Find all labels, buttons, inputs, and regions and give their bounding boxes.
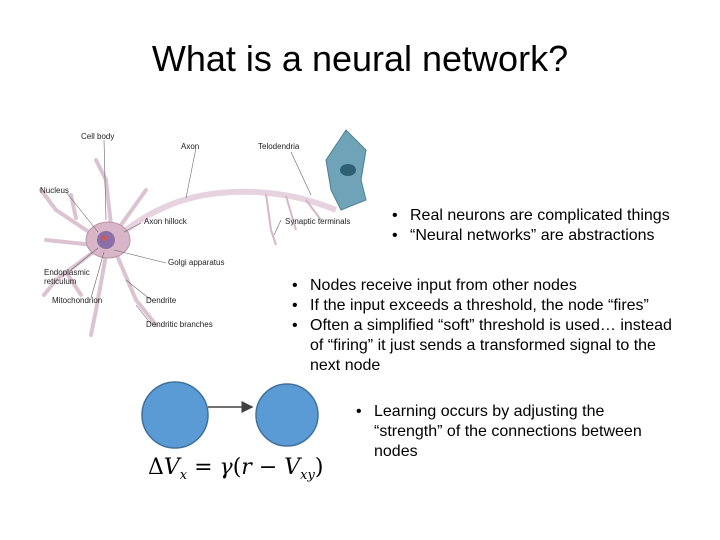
label-axon-hillock: Axon hillock: [144, 217, 187, 226]
label-nucleus: Nucleus: [40, 186, 69, 195]
axon-shape: [124, 188, 338, 233]
label-er-line2: reticulum: [44, 277, 77, 286]
label-er-line1: Endoplasmic: [44, 268, 90, 277]
bullet-item: “Neural networks” are abstractions: [386, 226, 716, 246]
leader-lines: [65, 139, 312, 325]
neuron-illustration: [39, 129, 367, 337]
slide-title: What is a neural network?: [151, 38, 569, 79]
bullets-top: Real neurons are complicated things “Neu…: [386, 206, 716, 246]
target-nucleus: [340, 164, 356, 176]
bullets-main: Nodes receive input from other nodes If …: [286, 276, 686, 376]
output-node: [255, 383, 319, 447]
formula-open-paren: (: [232, 455, 242, 480]
input-node: [141, 381, 209, 449]
formula-close-paren: ): [314, 455, 324, 480]
formula-minus: −: [251, 455, 285, 480]
axon-terminals: [265, 193, 322, 246]
bullet-item: Often a simplified “soft” threshold is u…: [286, 316, 686, 376]
formula-equals: =: [187, 455, 220, 480]
formula-gamma: γ: [219, 455, 233, 480]
formula-r: r: [241, 455, 252, 480]
bullet-item: Learning occurs by adjusting the “streng…: [350, 402, 650, 462]
label-dendritic-branches: Dendritic branches: [146, 320, 213, 329]
formula-rhs-var: V: [284, 455, 301, 480]
label-golgi: Golgi apparatus: [168, 258, 225, 267]
neuron-figure: Cell body Axon Telodendria Nucleus Axon …: [36, 120, 367, 350]
formula-rhs-sub: xy: [300, 468, 315, 483]
bullets-sub: Learning occurs by adjusting the “streng…: [350, 402, 650, 462]
label-axon: Axon: [181, 142, 200, 151]
bullet-item: Real neurons are complicated things: [386, 206, 716, 226]
dendrites: [39, 158, 158, 337]
bullet-item: Nodes receive input from other nodes: [286, 276, 686, 296]
two-node-diagram: [141, 381, 319, 449]
update-formula: ΔVx = γ(r − Vxy): [148, 455, 323, 483]
label-mitochondrion: Mitochondrion: [52, 296, 103, 305]
label-telodendria: Telodendria: [258, 142, 300, 151]
formula-delta: Δ: [148, 455, 164, 480]
label-synaptic-terminals: Synaptic terminals: [285, 217, 351, 226]
nucleolus-shape: [101, 235, 107, 241]
label-cell-body: Cell body: [81, 132, 115, 141]
formula-lhs-sub: x: [179, 468, 188, 483]
bullet-item: If the input exceeds a threshold, the no…: [286, 296, 686, 316]
label-dendrite: Dendrite: [146, 296, 177, 305]
formula-lhs-var: V: [163, 455, 180, 480]
